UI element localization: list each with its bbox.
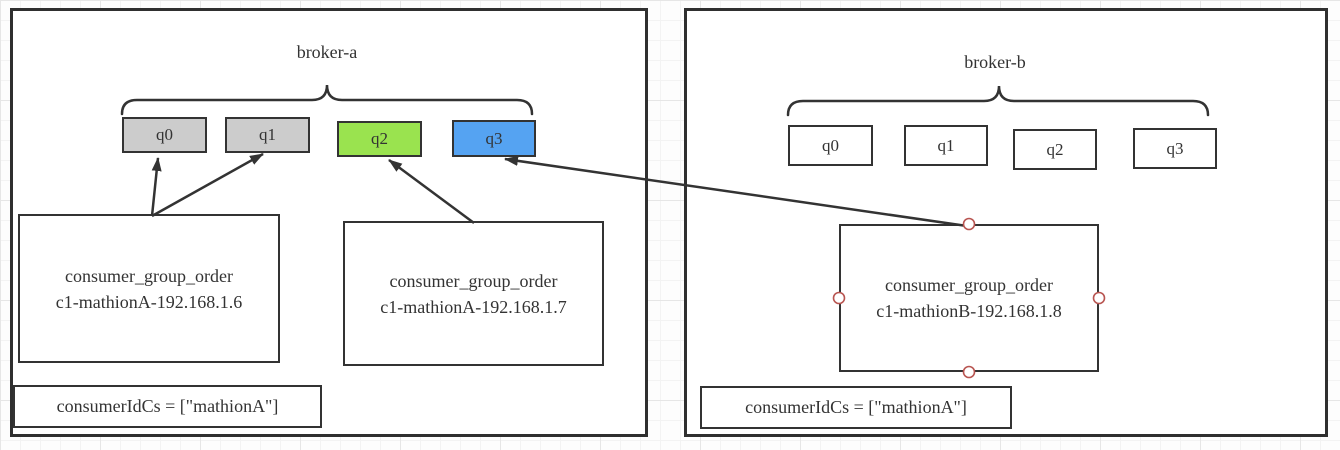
consumer-group-name: consumer_group_order <box>65 265 233 286</box>
consumer-group-name: consumer_group_order <box>389 270 558 291</box>
consumer-instance-id: c1-mathionA-192.168.1.6 <box>55 291 243 312</box>
broker-a-queue-q1[interactable]: q1 <box>225 117 310 153</box>
broker-b-title: broker-b <box>964 52 1026 72</box>
queue-label: q2 <box>371 129 388 148</box>
broker-b-queue-q0[interactable]: q0 <box>788 125 873 166</box>
broker-b-queue-q3[interactable]: q3 <box>1133 128 1217 169</box>
broker-b-queue-q2[interactable]: q2 <box>1013 129 1097 170</box>
queue-label: q1 <box>937 135 955 155</box>
consumer-group-box-a1[interactable]: consumer_group_order c1-mathionA-192.168… <box>18 214 280 363</box>
consumer-ids-note-a[interactable]: consumerIdCs = ["mathionA"] <box>13 385 322 428</box>
broker-a-queue-q3[interactable]: q3 <box>452 120 536 157</box>
queue-label: q0 <box>822 135 839 155</box>
broker-a-queue-q0[interactable]: q0 <box>122 117 207 153</box>
broker-b-queue-q1[interactable]: q1 <box>904 125 988 166</box>
note-text: consumerIdCs = ["mathionA"] <box>56 396 279 416</box>
consumer-group-name: consumer_group_order <box>885 275 1053 295</box>
consumer-group-box-a2[interactable]: consumer_group_order c1-mathionA-192.168… <box>343 221 604 366</box>
consumer-instance-id: c1-mathionA-192.168.1.7 <box>380 296 567 317</box>
queue-label: q3 <box>485 128 503 148</box>
consumer-ids-note-b[interactable]: consumerIdCs = ["mathionA"] <box>700 386 1012 429</box>
queue-label: q3 <box>1166 138 1184 158</box>
note-text: consumerIdCs = ["mathionA"] <box>745 397 967 417</box>
queue-label: q1 <box>259 125 276 144</box>
queue-label: q0 <box>156 125 173 144</box>
consumer-group-box-b1[interactable]: consumer_group_order c1-mathionB-192.168… <box>839 224 1099 372</box>
queue-label: q2 <box>1046 139 1064 159</box>
consumer-instance-id: c1-mathionB-192.168.1.8 <box>876 301 1062 321</box>
broker-a-title: broker-a <box>296 42 358 62</box>
broker-a-queue-q2[interactable]: q2 <box>337 121 422 157</box>
